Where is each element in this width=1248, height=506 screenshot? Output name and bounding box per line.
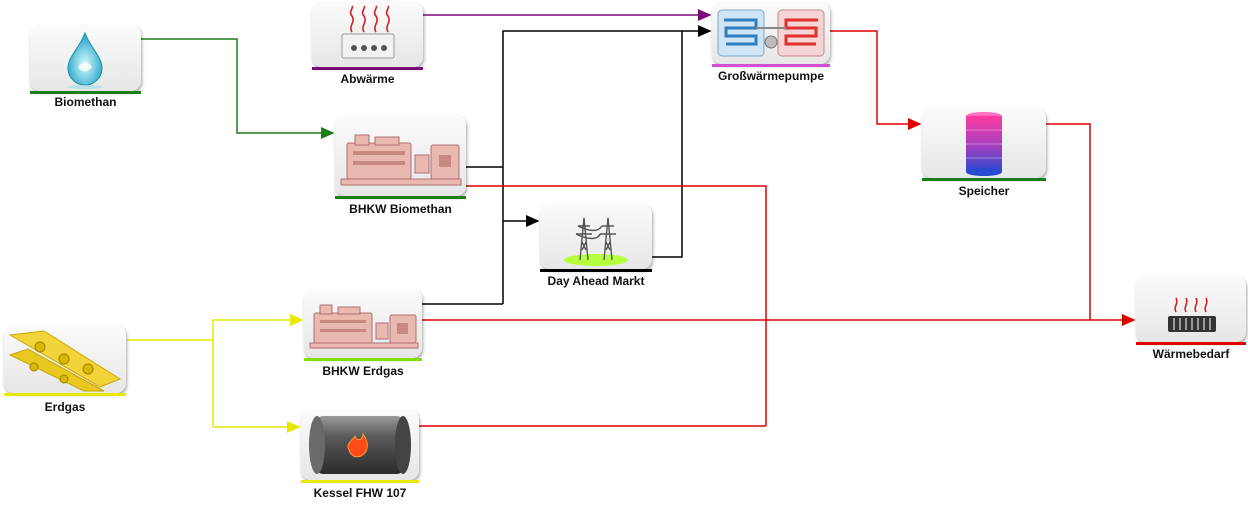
erdgas-label: Erdgas (44, 400, 86, 414)
line-storage-to-demand (1046, 123, 1091, 320)
node-erdgas[interactable] (4, 325, 126, 393)
line-heatpump-to-storage (830, 30, 922, 130)
heatpump-bar (712, 64, 830, 67)
biomethan-label: Biomethan (54, 95, 117, 109)
waermebedarf-label: Wärmebedarf (1152, 347, 1230, 361)
node-kessel[interactable] (301, 410, 419, 480)
erdgas-bar (4, 393, 126, 396)
kessel-bar (301, 480, 419, 483)
power-pylon-icon (564, 217, 628, 266)
gas-pipes-icon (8, 330, 122, 392)
node-grosswaermepumpe[interactable] (712, 2, 830, 64)
node-abwaerme[interactable] (312, 2, 423, 67)
bhkw-biomethan-label: BHKW Biomethan (349, 202, 452, 216)
speicher-label: Speicher (958, 184, 1010, 198)
line-electric-trunk-to-heatpump (502, 25, 712, 304)
node-bhkw-erdgas[interactable] (304, 289, 422, 358)
waermebedarf-bar (1136, 342, 1246, 345)
speicher-bar (922, 178, 1046, 181)
grosswaermepumpe-label: Großwärmepumpe (717, 69, 825, 83)
engine-icon (340, 134, 462, 186)
biomethan-bar (30, 91, 141, 94)
abwaerme-bar (312, 67, 423, 70)
engine-icon (309, 304, 419, 349)
node-waermebedarf[interactable] (1136, 276, 1246, 342)
kessel-label: Kessel FHW 107 (313, 486, 407, 500)
heat-pump-icon (717, 9, 825, 57)
storage-tank-icon (966, 112, 1002, 176)
line-market-to-heatpump (652, 31, 683, 258)
bhkw-biomethan-bar (335, 196, 466, 199)
node-biomethan[interactable] (30, 25, 141, 91)
waste-heat-icon (341, 5, 395, 59)
line-erdgas-to-bhkw (212, 314, 304, 427)
line-biomethan-to-bhkw (141, 38, 335, 139)
bhkw-erdgas-label: BHKW Erdgas (322, 364, 404, 378)
bhkw-erdgas-bar (304, 358, 422, 361)
boiler-flame-icon (309, 416, 411, 474)
water-drop-icon (67, 31, 103, 89)
line-bhkw-bio-heat (466, 185, 767, 426)
radiator-icon (1168, 297, 1216, 332)
node-bhkw-biomethan[interactable] (335, 115, 466, 196)
day-ahead-label: Day Ahead Markt (547, 274, 645, 288)
node-speicher[interactable] (922, 108, 1046, 178)
day-ahead-bar (540, 269, 652, 272)
abwaerme-label: Abwärme (340, 72, 395, 86)
node-day-ahead-markt[interactable] (540, 204, 652, 269)
